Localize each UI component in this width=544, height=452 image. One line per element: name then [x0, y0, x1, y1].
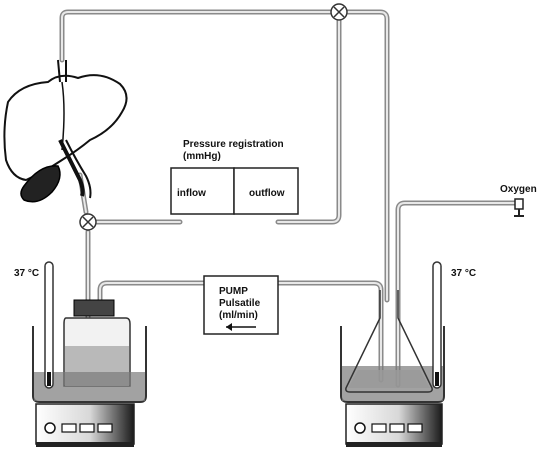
- pump-mode-label: Pulsatile: [219, 298, 261, 309]
- oxygen-label: Oxygen: [500, 184, 537, 195]
- gallbladder: [20, 165, 61, 203]
- arrow-left-icon: [226, 323, 256, 331]
- inflow-label: inflow: [177, 188, 206, 199]
- pump-unit: PUMP Pulsatile (ml/min): [203, 275, 279, 335]
- reservoir-cap: [73, 299, 115, 317]
- pump-box: [203, 275, 279, 335]
- three-way-valve-icon: [330, 3, 348, 21]
- pump-unit-label: (ml/min): [219, 310, 258, 321]
- gas-connector-icon: [514, 198, 524, 217]
- hot-plate-stirrer: [35, 403, 135, 447]
- left-bath-vessel: [32, 326, 147, 403]
- temp-label-left: 37 °C: [14, 268, 39, 279]
- right-bath-vessel: [340, 326, 445, 403]
- pressure-title-line2: (mmHg): [183, 151, 221, 162]
- pump-label: PUMP: [219, 286, 248, 297]
- erlenmeyer-flask: [345, 290, 433, 393]
- pressure-title-line1: Pressure registration: [183, 139, 284, 150]
- inflow-box: [170, 167, 235, 215]
- oxygen-supply: Oxygen: [500, 184, 537, 217]
- liver-illustration: [3, 59, 128, 203]
- outflow-box: [233, 167, 299, 215]
- pressure-registration-unit: Pressure registration (mmHg) inflow outf…: [170, 139, 299, 215]
- temp-label-right: 37 °C: [451, 268, 476, 279]
- tubing: [59, 9, 521, 388]
- tube-oxygen: [395, 200, 521, 388]
- hot-plate-stirrer: [345, 403, 443, 447]
- left-water-bath: 37 °C: [14, 261, 147, 447]
- right-water-bath: 37 °C: [340, 261, 476, 447]
- thermometer-icon: [44, 261, 54, 389]
- three-way-valve-icon: [79, 213, 97, 231]
- outflow-label: outflow: [249, 188, 285, 199]
- thermometer-icon: [432, 261, 442, 389]
